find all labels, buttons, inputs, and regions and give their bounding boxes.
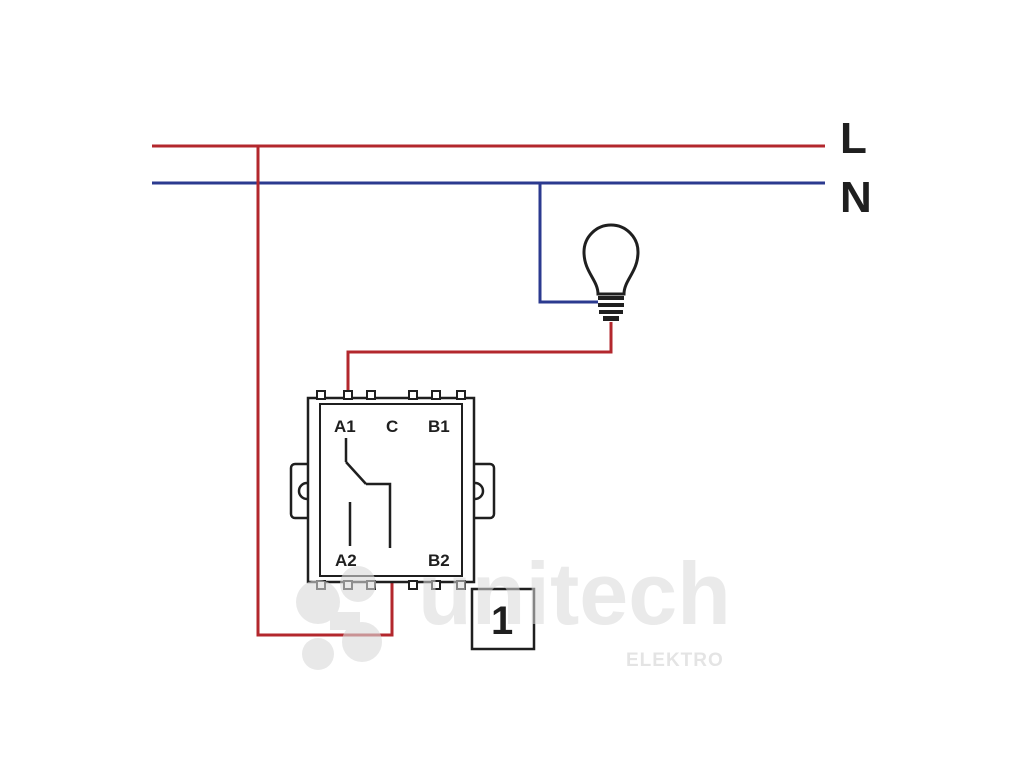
diagram-number-box: 1 bbox=[470, 587, 536, 651]
neutral-lamp-wire bbox=[538, 183, 598, 304]
watermark-sub: ELEKTRO bbox=[626, 650, 724, 671]
light-bulb-icon bbox=[582, 223, 640, 321]
switch-module: A1 C B1 A2 B2 bbox=[289, 390, 496, 590]
diagram-number: 1 bbox=[491, 599, 513, 643]
terminal-a1-label: A1 bbox=[334, 417, 356, 436]
terminal-b2-label: B2 bbox=[428, 551, 450, 570]
terminal-c-label: C bbox=[386, 417, 398, 436]
switched-lamp-wire bbox=[346, 322, 613, 392]
phase-label: L bbox=[840, 114, 867, 163]
terminal-b1-label: B1 bbox=[428, 417, 450, 436]
terminal-a2-label: A2 bbox=[335, 551, 357, 570]
neutral-label: N bbox=[840, 173, 872, 222]
switch-contact-symbol bbox=[344, 438, 392, 548]
watermark: unitech ELEKTRO bbox=[296, 544, 731, 671]
watermark-brand: unitech bbox=[418, 544, 731, 643]
top-terminal-pins bbox=[316, 390, 466, 400]
phase-drop-wire bbox=[256, 146, 394, 637]
watermark-logo-icon bbox=[296, 566, 382, 670]
